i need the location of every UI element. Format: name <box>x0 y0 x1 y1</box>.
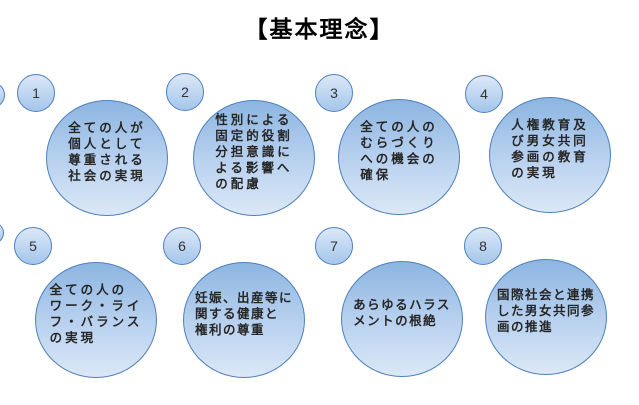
principle-circle-3: 全ての人の むらづくり への機会の 確保 <box>338 99 460 215</box>
edge-bubble-top <box>0 82 5 108</box>
principle-number-badge-5: 5 <box>14 227 52 265</box>
principle-number-badge-7: 7 <box>315 227 353 265</box>
principle-number-badge-6: 6 <box>163 227 201 265</box>
principle-text-7: あらゆるハラス メントの根絶 <box>353 298 451 328</box>
principle-circle-1: 全ての人が 個人として 尊重される 社会の実現 <box>46 100 168 216</box>
principle-text-4: 人権教育及 び男女共同 参画の教育 の実現 <box>511 118 589 180</box>
principle-circle-6: 妊娠、出産等に 関する健康と 権利の尊重 <box>183 262 305 378</box>
principle-text-2: 性別による 固定的役割 分担意識に よる影響へ の配慮 <box>215 113 293 191</box>
page-title: 【基本理念】 <box>244 17 395 42</box>
edge-bubble-bottom <box>0 222 4 244</box>
principle-text-1: 全ての人が 個人として 尊重される 社会の実現 <box>68 121 146 183</box>
principle-number-badge-4: 4 <box>465 75 503 113</box>
principle-circle-5: 全ての人の ワーク・ライ フ・バランス の実現 <box>35 262 157 378</box>
principle-circle-2: 性別による 固定的役割 分担意識に よる影響へ の配慮 <box>193 100 315 216</box>
principle-number-badge-2: 2 <box>166 73 204 111</box>
principle-number-badge-8: 8 <box>464 227 502 265</box>
principle-text-6: 妊娠、出産等に 関する健康と 権利の尊重 <box>194 291 293 337</box>
principle-circle-8: 国際社会と連携 した男女共同参 画の推進 <box>485 259 607 375</box>
principle-circle-4: 人権教育及 び男女共同 参画の教育 の実現 <box>489 97 611 213</box>
principle-circle-7: あらゆるハラス メントの根絶 <box>341 261 463 377</box>
principle-text-5: 全ての人の ワーク・ライ フ・バランス の実現 <box>49 283 143 345</box>
principle-number-badge-1: 1 <box>17 74 55 112</box>
principle-text-3: 全ての人の むらづくり への機会の 確保 <box>360 120 438 182</box>
principle-number-badge-3: 3 <box>315 74 353 112</box>
principle-text-8: 国際社会と連携 した男女共同参 画の推進 <box>496 288 595 334</box>
